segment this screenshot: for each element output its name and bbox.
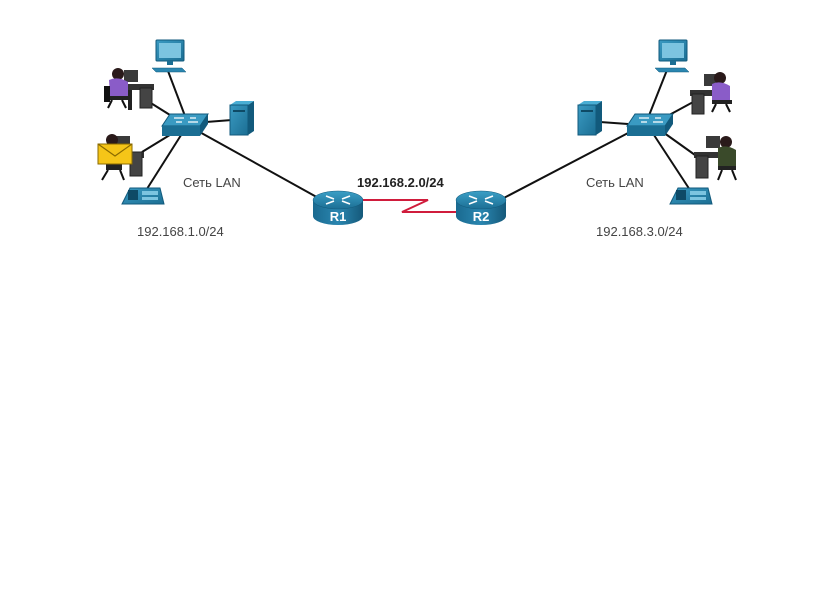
left-lan-network: 192.168.1.0/24 [137, 224, 224, 239]
switch-icon [626, 113, 674, 136]
link-pc-left-switch [167, 70, 186, 117]
workstation-user-icon [104, 68, 154, 110]
link-server-left-switch [205, 119, 233, 123]
link-left-switch-r1 [195, 129, 323, 201]
right-lan-network: 192.168.3.0/24 [596, 224, 683, 239]
workstation-user-icon [690, 72, 732, 115]
server-icon [577, 101, 602, 136]
wan-serial-link [362, 199, 458, 213]
pc-icon [654, 39, 690, 73]
link-phone-left-switch [144, 131, 184, 193]
wan-network-label: 192.168.2.0/24 [357, 175, 445, 190]
left-lan-label: Сеть LAN [183, 175, 241, 190]
server-icon [229, 101, 254, 136]
link-pc-right-switch [647, 69, 668, 119]
link-phone-right-switch [651, 131, 691, 191]
router-icon [468, 195, 494, 205]
right-lan-label: Сеть LAN [586, 175, 644, 190]
link-right-switch-r2 [499, 131, 631, 201]
router-r1-label: R1 [330, 209, 347, 224]
email-user-icon [97, 134, 144, 181]
ip-phone-icon [121, 187, 165, 205]
router-r2-label: R2 [473, 209, 490, 224]
workstation-user-icon [694, 136, 737, 181]
router-r1: R1 [312, 190, 364, 225]
switch-icon [161, 113, 209, 136]
router-icon [325, 195, 351, 205]
router-r2: R2 [455, 190, 507, 225]
links [141, 69, 703, 201]
ip-phone-icon [669, 187, 713, 205]
pc-icon [151, 39, 187, 73]
link-server-right-switch [599, 121, 629, 125]
